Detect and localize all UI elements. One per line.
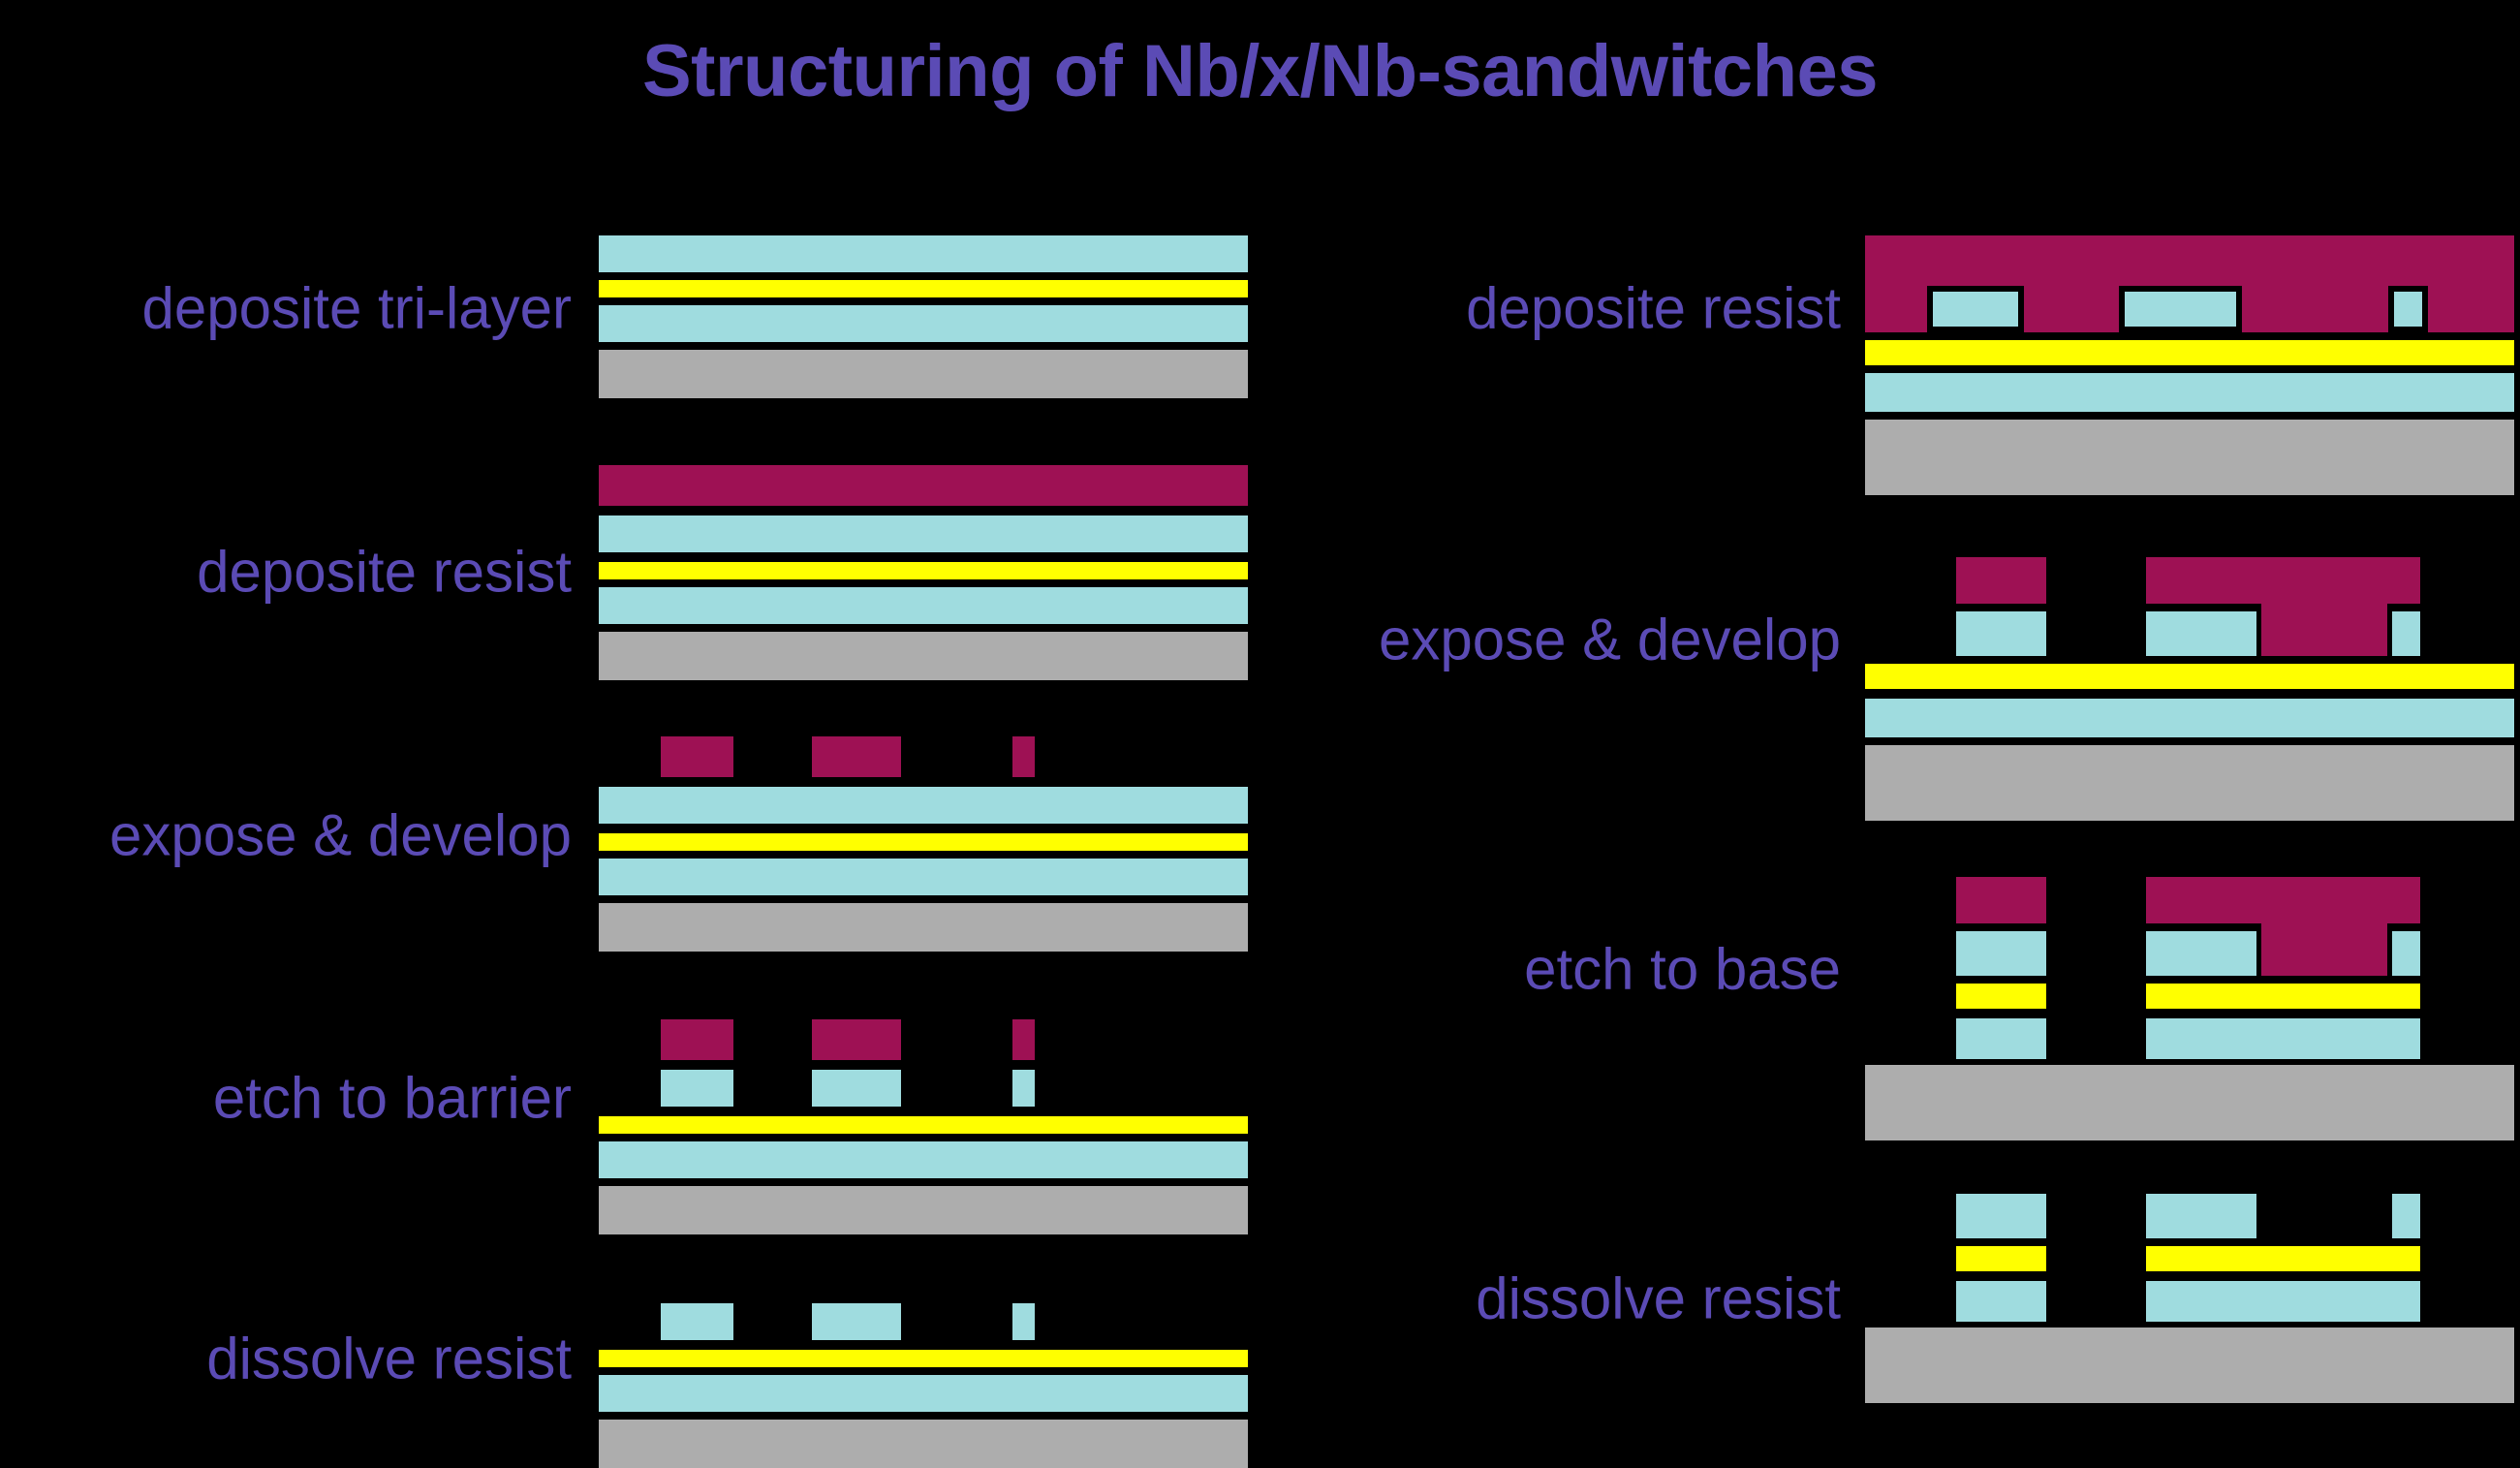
nb-top-island-2 <box>2146 611 2256 656</box>
nb-top-island-3 <box>1012 1303 1035 1340</box>
nb-top-island-1 <box>1927 286 2024 332</box>
nb-top-island-3 <box>2392 931 2420 976</box>
layer-barrier <box>599 1116 1248 1134</box>
resist-block-fill <box>2261 604 2387 656</box>
resist-block-bar <box>2146 557 2420 604</box>
step-label-deposite-tri-layer: deposite tri-layer <box>141 275 572 341</box>
layer-nb-base <box>599 859 1248 895</box>
barrier-segment-left <box>1956 1246 2046 1271</box>
resist-island-1 <box>661 1019 733 1060</box>
nb-top-island-2 <box>2146 931 2256 976</box>
nb-top-island-1 <box>1956 931 2046 976</box>
resist-block-fill <box>2261 923 2387 976</box>
stack-dissolve-resist-right <box>1865 1194 2514 1403</box>
layer-nb-base <box>1865 699 2514 737</box>
resist-island-3 <box>1012 736 1035 777</box>
stack-etch-to-barrier <box>599 1019 1248 1234</box>
layer-barrier <box>599 280 1248 297</box>
layer-substrate <box>599 350 1248 398</box>
layer-substrate <box>1865 1327 2514 1403</box>
nb-base-segment-left <box>1956 1018 2046 1059</box>
layer-nb-base <box>599 1375 1248 1412</box>
nb-top-island-2 <box>2146 1194 2256 1238</box>
stack-expose-develop-right <box>1865 557 2514 821</box>
stack-deposite-tri-layer <box>599 235 1248 398</box>
nb-base-segment-left <box>1956 1281 2046 1322</box>
stack-dissolve-resist-left <box>599 1303 1248 1468</box>
layer-nb-base <box>1865 373 2514 412</box>
nb-top-island-1 <box>1956 611 2046 656</box>
layer-barrier <box>599 562 1248 579</box>
step-label-deposite-resist-left: deposite resist <box>197 539 572 605</box>
layer-substrate <box>1865 1065 2514 1140</box>
step-label-deposite-resist-right: deposite resist <box>1466 275 1841 341</box>
layer-nb-base <box>599 587 1248 624</box>
nb-top-island-3 <box>2392 611 2420 656</box>
step-label-dissolve-resist-right: dissolve resist <box>1476 1265 1841 1331</box>
nb-top-island-1 <box>661 1070 733 1107</box>
layer-resist <box>599 465 1248 506</box>
resist-block-bar <box>2146 877 2420 923</box>
resist-island-2 <box>812 736 901 777</box>
layer-nb-top <box>599 787 1248 824</box>
nb-top-island-2 <box>2119 286 2242 332</box>
layer-nb-top <box>599 515 1248 552</box>
stack-expose-develop-left <box>599 736 1248 952</box>
layer-substrate <box>599 1420 1248 1468</box>
layer-substrate <box>599 632 1248 680</box>
stack-deposite-resist-left <box>599 465 1248 680</box>
resist-island-2 <box>812 1019 901 1060</box>
nb-top-island-1 <box>661 1303 733 1340</box>
layer-nb-base <box>599 305 1248 342</box>
step-label-expose-develop-right: expose & develop <box>1378 607 1841 672</box>
barrier-segment-right <box>2146 984 2420 1009</box>
step-label-etch-to-base: etch to base <box>1524 936 1841 1002</box>
page-title: Structuring of Nb/x/Nb-sandwitches <box>641 30 1879 112</box>
step-label-expose-develop-left: expose & develop <box>109 802 572 868</box>
barrier-segment-right <box>2146 1246 2420 1271</box>
nb-top-island-3 <box>2392 1194 2420 1238</box>
layer-nb-base <box>599 1141 1248 1178</box>
nb-top-island-3 <box>2388 286 2428 332</box>
layer-substrate <box>599 903 1248 952</box>
nb-top-island-1 <box>1956 1194 2046 1238</box>
nb-base-segment-right <box>2146 1281 2420 1322</box>
step-label-etch-to-barrier: etch to barrier <box>212 1065 572 1131</box>
layer-barrier <box>1865 664 2514 689</box>
stack-deposite-resist-right <box>1865 235 2514 495</box>
layer-barrier <box>1865 340 2514 365</box>
barrier-segment-left <box>1956 984 2046 1009</box>
layer-substrate <box>1865 420 2514 495</box>
resist-cap-island-1 <box>1956 557 2046 604</box>
nb-base-segment-right <box>2146 1018 2420 1059</box>
layer-barrier <box>599 1350 1248 1367</box>
resist-cap-island-1 <box>1956 877 2046 923</box>
nb-top-island-2 <box>812 1070 901 1107</box>
resist-island-3 <box>1012 1019 1035 1060</box>
stack-etch-to-base <box>1865 877 2514 1140</box>
resist-island-1 <box>661 736 733 777</box>
nb-top-island-2 <box>812 1303 901 1340</box>
layer-nb-top <box>599 235 1248 272</box>
layer-substrate <box>1865 745 2514 821</box>
step-label-dissolve-resist-left: dissolve resist <box>206 1326 572 1391</box>
layer-substrate <box>599 1186 1248 1234</box>
nb-top-island-3 <box>1012 1070 1035 1107</box>
layer-barrier <box>599 833 1248 851</box>
